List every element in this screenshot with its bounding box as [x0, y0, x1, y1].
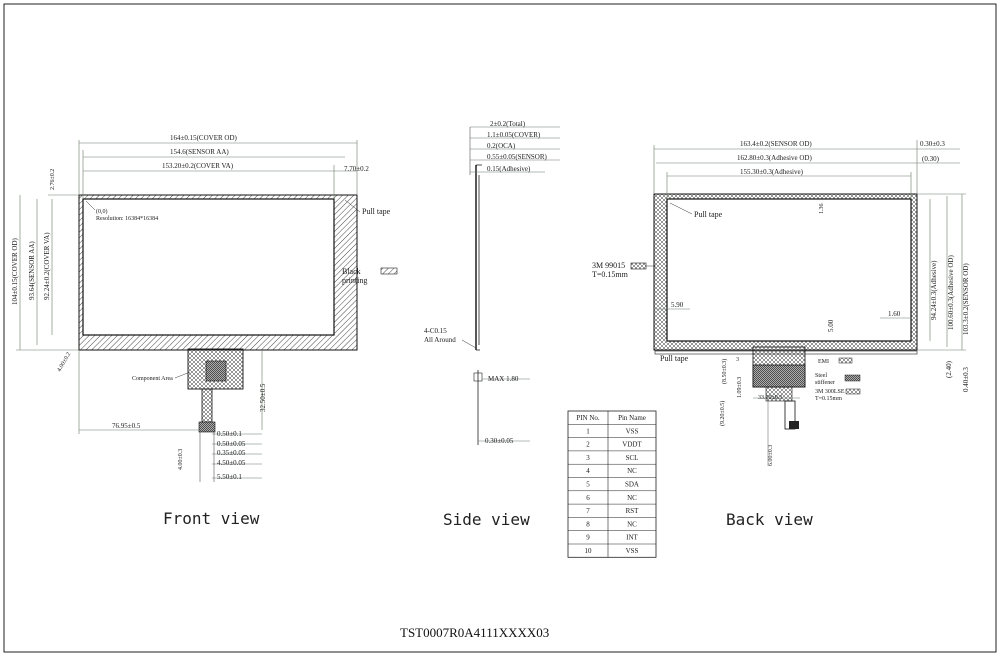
- pin-name: VDDT: [622, 441, 642, 449]
- dim-adh-w: 155.30±0.3(Adhesive): [740, 168, 804, 176]
- dim-cover-va-h: 92.24±0.2(COVER VA): [43, 232, 51, 300]
- pin-number: 6: [586, 494, 590, 502]
- pull-tape-front: Pull tape: [362, 207, 391, 216]
- dim-160: 1.60: [888, 310, 901, 318]
- pin-number: 9: [586, 534, 590, 542]
- dim-top-gap: 2.76±0.2: [50, 169, 56, 190]
- pin-number: 1: [586, 427, 590, 435]
- dim-cover-od-h: 104±0.15(COVER OD): [11, 237, 19, 305]
- pin-number: 2: [586, 441, 590, 449]
- pin-number: 4: [586, 467, 590, 475]
- pin-number: 10: [585, 547, 593, 555]
- dim-136: 1.36: [819, 204, 825, 215]
- pin-table-frame: [567, 410, 657, 558]
- tape-name: 3M 99015: [592, 261, 625, 270]
- dim-109: 1.09±0.3: [737, 377, 743, 398]
- dim-920: (9.20±0.5): [719, 401, 726, 426]
- back-view: 163.4±0.2(SENSOR OD) 0.30±0.3 162.80±0.3…: [592, 140, 970, 466]
- chamfer-label-2: All Around: [424, 336, 456, 344]
- front-view-title: Front view: [163, 509, 260, 528]
- dim-sensor-od-h: 103.3±0.2(SENSOR OD): [962, 263, 970, 335]
- stiffener-label: stiffener: [815, 379, 835, 386]
- side-view: 2±0.2(Total) 1.1±0.05(COVER) 0.2(OCA) 0.…: [424, 120, 560, 445]
- drawing-number: TST0007R0A4111XXXX03: [400, 625, 549, 640]
- dim-total: 2±0.2(Total): [490, 120, 526, 128]
- dim-cover-od-w: 164±0.15(COVER OD): [170, 134, 238, 142]
- front-view: 164±0.15(COVER OD) 154.6(SENSOR AA) 153.…: [11, 134, 398, 482]
- dim-bottom: 0.30±0.05: [485, 437, 514, 445]
- dim-adhesive-thick: 0.15(Adhesive): [487, 165, 531, 173]
- component-area-label: Component Area: [132, 376, 173, 382]
- pin-number: 5: [586, 481, 590, 489]
- pull-tape-back: Pull tape: [694, 210, 723, 219]
- dim-right-gap: 7.70±0.2: [344, 165, 369, 173]
- dim-590: 5.90: [671, 301, 684, 309]
- dim-sensor-od-w: 163.4±0.2(SENSOR OD): [740, 140, 812, 148]
- emi-label: EMI: [818, 359, 829, 365]
- dim-850: (8.50±0.3): [721, 359, 728, 384]
- dim-adh-od-w: 162.80±0.3(Adhesive OD): [737, 154, 812, 162]
- pin-number: 7: [586, 507, 590, 515]
- dim-oca: 0.2(OCA): [487, 142, 516, 150]
- pin-header-name: Pin Name: [618, 414, 646, 422]
- dim-right-a: 0.30±0.3: [920, 140, 945, 148]
- dim-cover-thick: 1.1±0.05(COVER): [487, 131, 541, 139]
- resolution-label: Resolution: 16384*16384: [96, 216, 158, 222]
- dim-adh-od-h: 100.60±0.3(Adhesive OD): [947, 255, 955, 330]
- pin-name: INT: [626, 534, 638, 542]
- dim-550: 5.50±0.1: [217, 473, 242, 481]
- pin-name: SDA: [625, 481, 639, 489]
- dim-240: (2.40): [945, 360, 953, 378]
- dim-600: 6.00±0.3: [768, 445, 774, 466]
- black-label: Black: [342, 267, 361, 276]
- pin-name: VSS: [626, 547, 639, 555]
- steel-label: Steel: [815, 373, 827, 379]
- dim-500: 5.00: [827, 319, 835, 332]
- dim-fpc-offset: 76.95±0.5: [112, 422, 141, 430]
- dim-050a: 0.50±0.1: [217, 430, 242, 438]
- pin-name: NC: [627, 494, 637, 502]
- pin-number: 3: [586, 454, 590, 462]
- pin-name: NC: [627, 467, 637, 475]
- origin-label: (0,0): [96, 208, 108, 215]
- dim-sensor-aa-w: 154.6(SENSOR AA): [170, 148, 229, 156]
- dim-3310: 33.10±0.3: [758, 395, 782, 401]
- side-view-title: Side view: [443, 510, 530, 529]
- dim-050b: 0.50±0.05: [217, 440, 246, 448]
- dim-right-b: (0.30): [922, 155, 940, 163]
- dim-fpc-len: 32.50±0.5: [259, 383, 267, 412]
- pin-name: RST: [626, 507, 640, 515]
- dim-cover-va-w: 153.20±0.2(COVER VA): [162, 162, 234, 170]
- dim-adh-h: 94.24±0.3(Adhesive): [930, 260, 938, 320]
- chamfer-label: 4-C0.15: [424, 327, 447, 335]
- dim-sensor-aa-h: 93.64(SENSOR AA): [28, 241, 36, 300]
- pin-number: 8: [586, 520, 590, 528]
- dim-sensor-thick: 0.55±0.05(SENSOR): [487, 153, 548, 161]
- dim-040: 0.40±0.3: [962, 367, 970, 392]
- dim-4: 4.00±0.3: [178, 449, 184, 470]
- pin-header-no: PIN No.: [576, 414, 600, 422]
- dim-max: MAX 1.80: [488, 375, 519, 383]
- pull-tape-back-2: Pull tape: [660, 354, 689, 363]
- dim-450: 4.50±0.05: [217, 459, 246, 467]
- back-view-title: Back view: [726, 510, 813, 529]
- tape-thickness: T=0.15mm: [592, 270, 629, 279]
- tape2-label: 3M 300LSE: [815, 389, 845, 395]
- sheet-border: [3, 3, 997, 653]
- dim-3: 3: [736, 357, 739, 363]
- printing-label: printing: [342, 276, 367, 285]
- dim-035: 0.35±0.05: [217, 449, 246, 457]
- pin-name: NC: [627, 520, 637, 528]
- pin-name: VSS: [626, 427, 639, 435]
- corner-dim: 4.00±0.2: [57, 352, 73, 373]
- pin-name: SCL: [626, 454, 639, 462]
- tape2-thickness: T=0.15mm: [815, 396, 842, 402]
